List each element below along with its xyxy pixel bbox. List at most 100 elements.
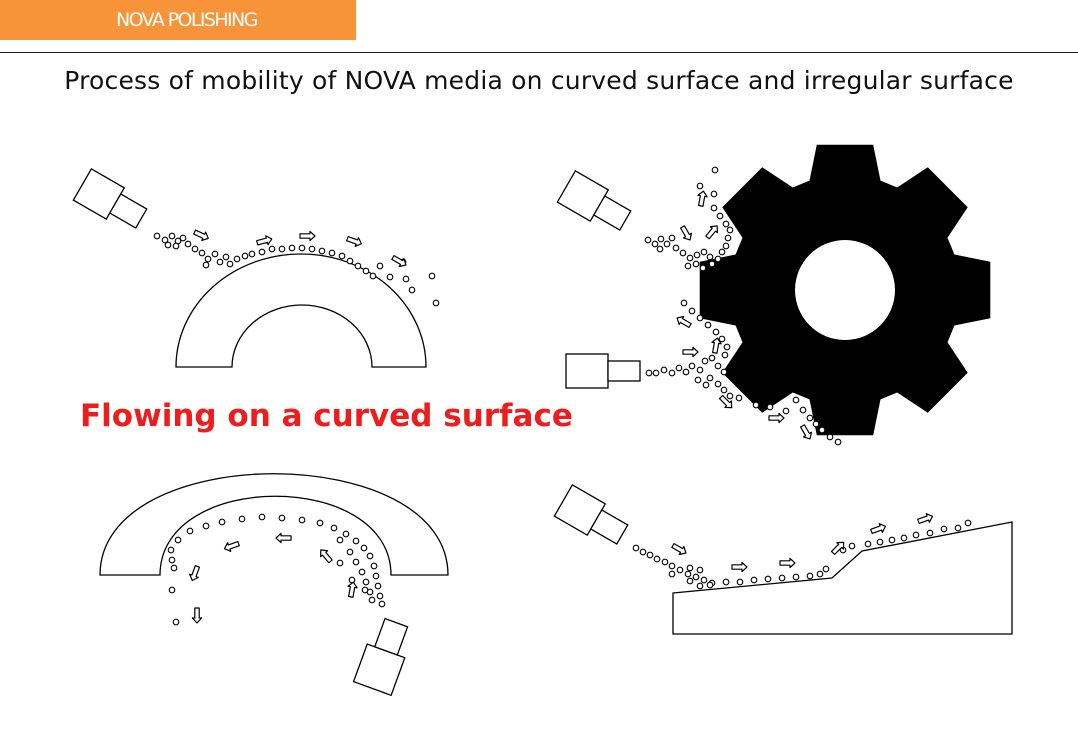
flow-arrow-icon	[670, 540, 689, 558]
flow-arrow-icon	[192, 227, 211, 244]
media-particle	[750, 576, 758, 584]
media-particle	[278, 514, 286, 522]
media-particle	[699, 264, 707, 272]
media-particle	[226, 260, 234, 268]
media-particle	[432, 299, 440, 307]
header-divider	[0, 52, 1078, 53]
flow-arrow-icon	[869, 521, 888, 537]
media-particle	[696, 314, 704, 322]
media-particle	[816, 570, 824, 578]
media-particle	[668, 570, 676, 578]
media-particle	[736, 578, 744, 586]
media-particle	[362, 578, 370, 586]
media-particle	[639, 548, 647, 556]
media-particle	[782, 407, 790, 415]
media-particle	[308, 245, 316, 253]
arch-shape	[175, 253, 427, 368]
media-particle	[268, 245, 276, 253]
media-particle	[716, 212, 724, 220]
media-particle	[693, 251, 701, 259]
media-particle	[721, 351, 729, 359]
media-particle	[676, 566, 684, 574]
media-particle	[692, 260, 700, 268]
media-particle	[822, 565, 830, 573]
brand-label: NOVA POLISHING	[116, 9, 258, 31]
media-particles	[632, 519, 972, 590]
media-particle	[198, 249, 206, 257]
curved-surface-caption: Flowing on a curved surface	[80, 398, 573, 434]
flow-arrow-icon	[677, 224, 695, 243]
media-particle	[686, 564, 694, 572]
media-particle	[704, 321, 712, 329]
flow-arrow-icon	[797, 423, 815, 442]
media-particle	[806, 572, 814, 580]
media-particle	[710, 204, 718, 212]
media-particle	[701, 357, 709, 365]
brand-bar	[0, 0, 356, 40]
media-particle	[258, 248, 266, 256]
media-particle	[818, 426, 826, 434]
flow-arrow-icon	[299, 230, 316, 242]
flow-arrow-icon	[316, 546, 335, 565]
media-particle	[722, 242, 730, 250]
media-particle	[888, 536, 896, 544]
media-particle	[216, 258, 224, 266]
media-particle	[682, 368, 690, 376]
media-particle	[153, 232, 161, 240]
media-particle	[864, 540, 872, 548]
media-particle	[912, 531, 920, 539]
media-particle	[720, 368, 728, 376]
media-particle	[714, 362, 722, 370]
media-particle	[668, 562, 676, 570]
panel-stepped-slope-surface	[553, 484, 1013, 635]
flow-arrow-icon	[768, 412, 785, 424]
gear-icon	[699, 144, 991, 436]
media-particle	[168, 232, 176, 240]
page-title: Process of mobility of NOVA media on cur…	[64, 66, 1014, 95]
flow-arrow-icon	[731, 561, 748, 573]
flow-arrow-icon	[345, 580, 359, 599]
media-particle	[688, 362, 696, 370]
media-particle	[696, 566, 704, 574]
inner-arch-shape	[99, 473, 449, 576]
media-particle	[668, 234, 676, 242]
media-particle	[202, 522, 210, 530]
nozzle-icon	[72, 168, 148, 229]
media-particle	[708, 260, 716, 268]
media-particle	[663, 240, 671, 248]
media-particle	[644, 236, 652, 244]
media-particle	[645, 369, 653, 377]
media-particle	[646, 551, 654, 559]
media-particle	[954, 524, 962, 532]
media-particle	[675, 364, 683, 372]
media-particle	[168, 586, 176, 594]
media-particle	[848, 542, 856, 550]
media-particle	[346, 257, 354, 265]
media-particle	[720, 386, 728, 394]
media-particle	[714, 380, 722, 388]
media-particle	[191, 245, 199, 253]
media-particle	[714, 255, 722, 263]
media-particle	[368, 596, 376, 604]
media-particle	[172, 618, 180, 626]
media-particle	[336, 536, 344, 544]
media-particle	[694, 376, 702, 384]
media-particle	[876, 538, 884, 546]
media-particle	[652, 369, 660, 377]
media-particle	[241, 252, 249, 260]
flow-arrow-icon	[191, 607, 203, 624]
media-particle	[926, 529, 934, 537]
media-particle	[656, 245, 664, 253]
media-particle	[233, 255, 241, 263]
media-particle	[940, 525, 948, 533]
media-particles	[644, 166, 842, 446]
media-particle	[700, 576, 708, 584]
media-particle	[211, 250, 219, 258]
media-particle	[358, 568, 366, 576]
media-particle	[722, 578, 730, 586]
media-particle	[369, 272, 377, 280]
flow-arrow-icon	[703, 222, 722, 241]
media-particle	[330, 524, 338, 532]
media-particle	[686, 254, 694, 262]
